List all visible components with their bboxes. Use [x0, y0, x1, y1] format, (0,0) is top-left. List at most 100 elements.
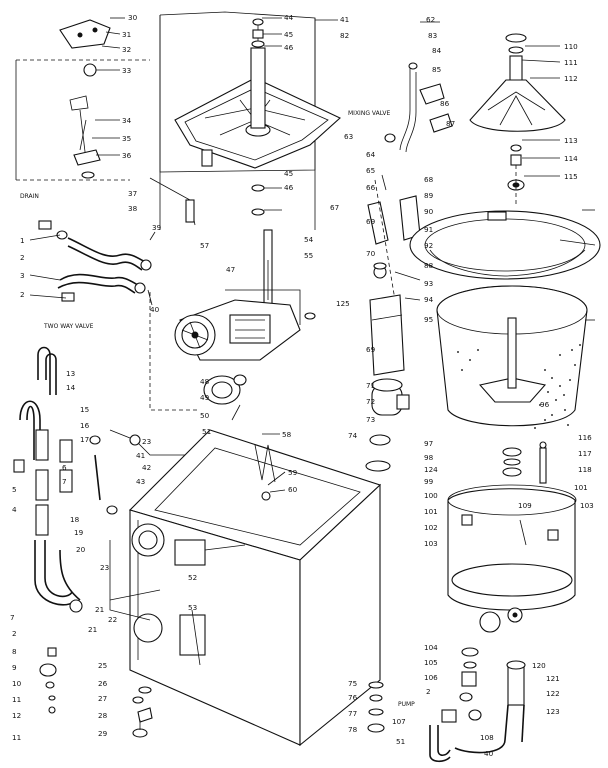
callout: 95 [424, 315, 433, 324]
callout: 38 [128, 204, 138, 213]
callout: 70 [366, 249, 376, 258]
fill-hoses [13, 346, 185, 613]
callout: 29 [98, 729, 108, 738]
callout: 78 [348, 725, 358, 734]
callout: 22 [108, 615, 117, 624]
callout: 20 [76, 545, 86, 554]
callout: 85 [432, 65, 441, 74]
callout: 34 [122, 116, 132, 125]
callout: 86 [440, 99, 450, 108]
callout: 113 [564, 136, 578, 145]
callout: 27 [98, 694, 107, 703]
callout: 77 [348, 709, 357, 718]
callout: 124 [424, 465, 438, 474]
callout: 45 [284, 169, 293, 178]
callout: 41 [136, 451, 145, 460]
callout: 111 [564, 58, 578, 67]
callout: 51 [202, 427, 211, 436]
callout: 26 [98, 679, 108, 688]
callout: 71 [366, 381, 375, 390]
note-two-way-valve: TWO WAY VALVE [43, 323, 94, 330]
callout: 39 [152, 223, 162, 232]
callout: 36 [122, 151, 132, 160]
callout: 87 [446, 119, 455, 128]
callout: 75 [348, 679, 357, 688]
callout: 104 [424, 643, 438, 652]
callout: 3 [20, 271, 25, 280]
callout: 57 [200, 241, 209, 250]
callout: 73 [366, 415, 375, 424]
callout: 30 [128, 13, 138, 22]
callout: 10 [12, 679, 22, 688]
callout: 110 [564, 42, 578, 51]
callout: 53 [188, 603, 197, 612]
callout: 23 [100, 563, 109, 572]
callout: 13 [66, 369, 75, 378]
callout: 69 [366, 217, 376, 226]
callout: 19 [74, 528, 84, 537]
callout: 16 [80, 421, 90, 430]
callout: 82 [340, 31, 349, 40]
callout: 88 [424, 261, 434, 270]
callout: 125 [336, 299, 350, 308]
callout: 101 [424, 507, 438, 516]
callout: 59 [288, 468, 298, 477]
callout: 6 [62, 463, 67, 472]
callout: 17 [80, 435, 89, 444]
callout: 103 [424, 539, 438, 548]
callout: 90 [424, 207, 434, 216]
leader-lines [29, 17, 596, 493]
agitator [469, 33, 566, 205]
callout: 109 [518, 501, 532, 510]
callout: 8 [12, 647, 17, 656]
notes: DRAIN TWO WAY VALVE MIXING VALVE PUMP [20, 110, 415, 708]
callout: 83 [428, 31, 437, 40]
callout: 102 [424, 523, 438, 532]
note-pump: PUMP [398, 701, 415, 708]
callout: 5 [12, 485, 17, 494]
transmission-group [149, 229, 316, 421]
callout: 31 [122, 30, 131, 39]
callout: 12 [12, 711, 21, 720]
callout: 121 [546, 674, 560, 683]
pump-group [429, 647, 526, 763]
callout: 99 [424, 477, 434, 486]
callout: 11 [12, 695, 21, 704]
callout: 100 [424, 491, 438, 500]
callout: 66 [366, 183, 376, 192]
callout: 103 [580, 501, 594, 510]
callout: 64 [366, 150, 376, 159]
callout: 98 [424, 453, 434, 462]
callout: 106 [424, 673, 438, 682]
callout: 11 [12, 733, 21, 742]
callout: 2 [426, 687, 431, 696]
callout: 91 [424, 225, 433, 234]
callout: 123 [546, 707, 560, 716]
basket-perforations [457, 344, 581, 429]
callout: 15 [80, 405, 89, 414]
callout: 46 [284, 183, 294, 192]
callout: 2 [20, 253, 25, 262]
callout: 112 [564, 74, 578, 83]
callout: 50 [200, 411, 210, 420]
callout: 74 [348, 431, 358, 440]
callout: 101 [574, 483, 588, 492]
callout: 35 [122, 134, 131, 143]
callout: 7 [62, 477, 67, 486]
callout: 43 [136, 477, 145, 486]
note-drain: DRAIN [20, 193, 39, 200]
callout: 42 [142, 463, 151, 472]
callout: 44 [284, 13, 294, 22]
callout: 32 [122, 45, 131, 54]
callout: 116 [578, 433, 592, 442]
callout: 49 [200, 393, 210, 402]
callout: 7 [10, 613, 15, 622]
callout: 72 [366, 397, 375, 406]
callout: 25 [98, 661, 107, 670]
outer-tub [447, 441, 577, 633]
leveling-feet [39, 647, 153, 738]
callout: 46 [284, 43, 294, 52]
callout: 108 [480, 733, 494, 742]
tub-ring-and-basket [409, 210, 601, 429]
